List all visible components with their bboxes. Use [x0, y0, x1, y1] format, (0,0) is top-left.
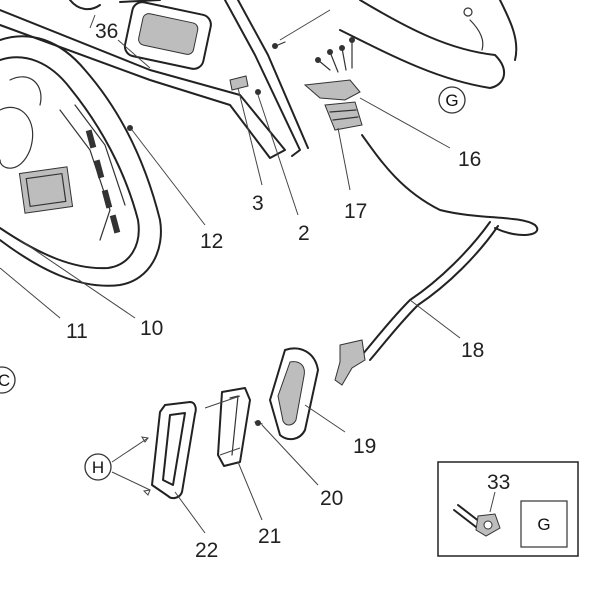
callout-12: 12: [200, 230, 223, 253]
leader-lines: [0, 9, 461, 534]
callout-36: 36: [95, 20, 118, 43]
callout-20: 20: [320, 487, 343, 510]
callout-19: 19: [353, 435, 376, 458]
ref-circle-g-top: G: [438, 86, 466, 114]
ref-circle-c: C: [0, 366, 16, 394]
ref-circle-h: H: [84, 453, 112, 481]
bolt-33: [453, 491, 501, 537]
upper-door-frame: [0, 0, 309, 159]
ref-h-text: H: [92, 458, 104, 477]
callout-22: 22: [195, 539, 218, 562]
callout-2: 2: [298, 222, 310, 245]
inner-handle: [217, 387, 263, 467]
inset-g-text: G: [537, 515, 550, 534]
door-trim-panel: [0, 35, 162, 287]
callout-16: 16: [458, 148, 481, 171]
inset-detail-box: G: [437, 461, 579, 557]
handle-bezel: [269, 347, 319, 441]
callout-18: 18: [461, 339, 484, 362]
panel-slots: [85, 129, 121, 234]
callout-33: 33: [487, 471, 510, 494]
callout-labels: 36 16 3 17 2 12 11 10 18 19 20 21 22 33: [66, 20, 510, 562]
ref-g-top-text: G: [445, 91, 458, 110]
bezel-frame: [151, 401, 197, 500]
release-cable: [334, 134, 539, 386]
ref-c-text: C: [0, 371, 10, 390]
callout-3: 3: [252, 192, 264, 215]
latch-assembly: [303, 37, 363, 131]
callout-11: 11: [66, 320, 88, 343]
outer-door-panel: [339, 0, 518, 89]
callout-21: 21: [258, 525, 281, 548]
callout-10: 10: [140, 317, 163, 340]
callout-17: 17: [344, 200, 367, 223]
small-fasteners: [127, 41, 286, 131]
